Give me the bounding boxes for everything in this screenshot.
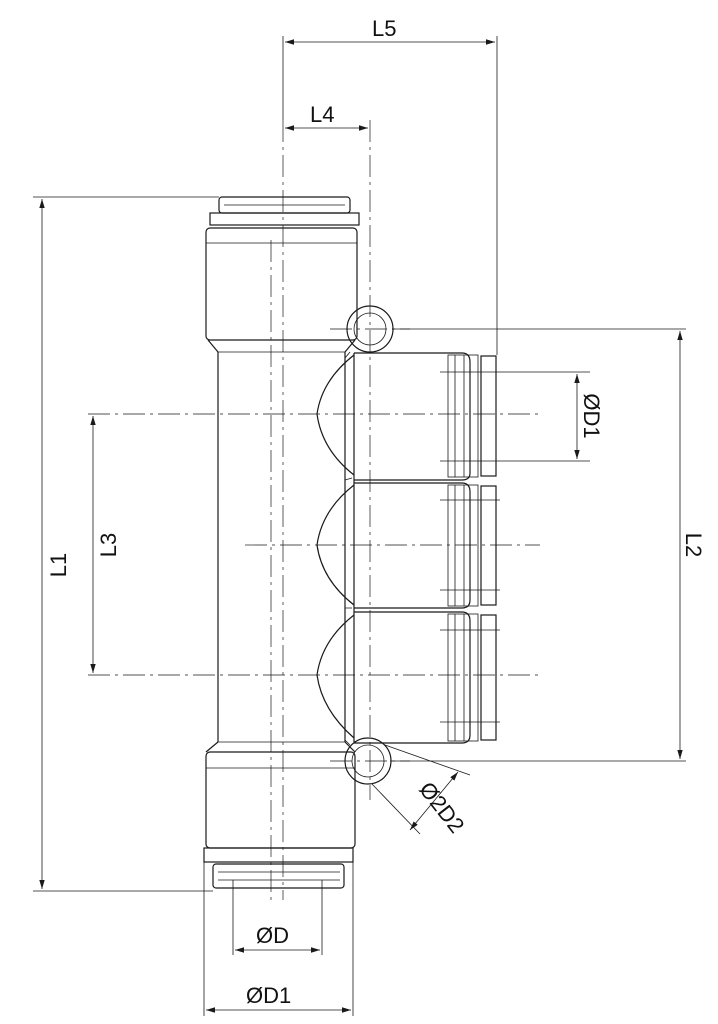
label-l3: L3 bbox=[96, 533, 121, 557]
label-l2: L2 bbox=[681, 533, 706, 557]
label-l4: L4 bbox=[310, 102, 334, 127]
label-d1-bottom: ØD1 bbox=[246, 983, 291, 1008]
dimension-lines bbox=[33, 36, 686, 1016]
label-l5: L5 bbox=[372, 16, 396, 41]
label-d1-side: ØD1 bbox=[579, 393, 604, 438]
main-body bbox=[203, 196, 360, 889]
label-l1: L1 bbox=[46, 553, 71, 577]
label-2d2: Ø2D2 bbox=[414, 777, 469, 838]
label-d: ØD bbox=[256, 923, 289, 948]
center-lines bbox=[88, 120, 540, 900]
dimension-labels: L5 L4 L1 L3 L2 ØD1 Ø2D2 ØD ØD1 bbox=[46, 16, 706, 1008]
